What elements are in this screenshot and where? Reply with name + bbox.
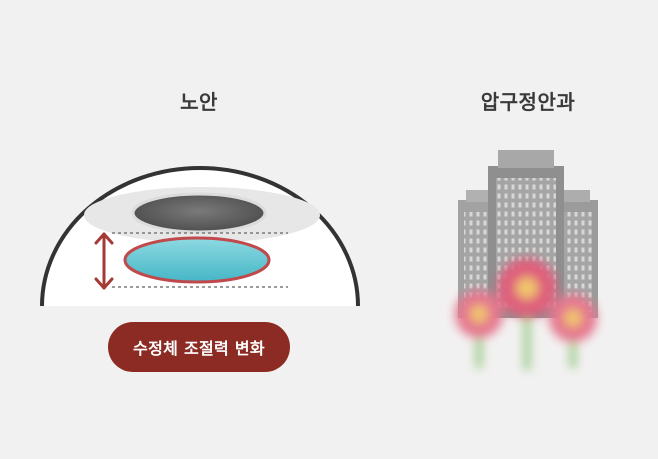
- presbyopia-panel: 노안 수정체 조절력 변화: [40, 90, 360, 372]
- eye-cross-section-icon: [40, 166, 360, 307]
- pupil: [131, 192, 267, 234]
- clinic-title: 압구정안과: [480, 90, 576, 114]
- presbyopia-title: 노안: [180, 90, 218, 114]
- eyeball-outline: [40, 166, 360, 307]
- clinic-panel: 압구정안과: [400, 0, 658, 459]
- lens-accommodation-badge: 수정체 조절력 변화: [108, 322, 290, 372]
- double-arrow-vertical-icon: [94, 232, 114, 290]
- city-illustration: [455, 150, 598, 370]
- eye-lens: [123, 236, 271, 284]
- blurred-flowers-icon: [455, 258, 597, 370]
